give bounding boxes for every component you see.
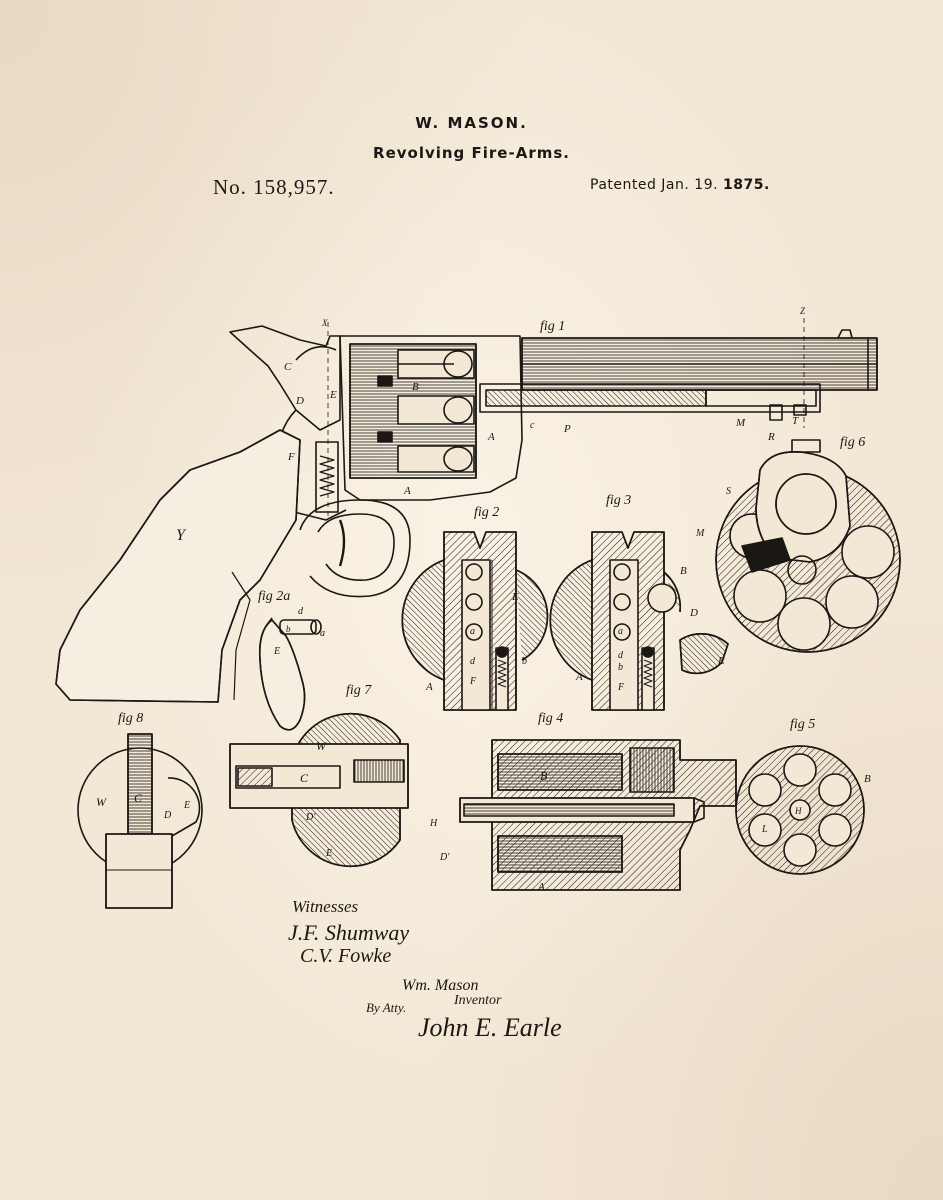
fig3-section xyxy=(549,531,729,711)
fig1-revolver xyxy=(55,318,878,703)
fig8-section xyxy=(77,733,203,909)
fig5-cylinder-face xyxy=(735,745,865,875)
fig3-letter-a: a xyxy=(618,626,623,637)
fig3-letter-e: E xyxy=(717,655,725,667)
fig5-letter-l: L xyxy=(761,824,768,835)
fig4-letter-a: A xyxy=(537,881,545,893)
patent-date-year: 1875. xyxy=(723,177,770,193)
fig2a-letter-a: a xyxy=(320,628,325,639)
fig3-letter-a-upper: A xyxy=(575,671,583,683)
fig1-letter-p: P xyxy=(563,423,571,435)
fig8-letter-d: D xyxy=(163,810,172,821)
fig2-section xyxy=(401,531,549,711)
fig3-label: fig 3 xyxy=(606,493,631,508)
fig1-letter-e: E xyxy=(329,389,337,401)
fig3-letter-f: F xyxy=(617,682,625,693)
fig2a-letter-e: E xyxy=(273,646,280,657)
fig1-letter-c: C xyxy=(284,361,292,373)
fig8-label: fig 8 xyxy=(118,711,143,726)
fig7-letter-w: W xyxy=(316,739,327,753)
fig2a-label: fig 2a xyxy=(258,589,290,604)
fig7-letter-e: E xyxy=(325,848,332,859)
patent-date-label: Patented Jan. 19. xyxy=(590,177,719,193)
fig4-label: fig 4 xyxy=(538,711,563,726)
fig4-letter-h: H xyxy=(429,818,438,829)
fig7-letter-c: C xyxy=(300,771,309,785)
fig2a-letter-b: b xyxy=(286,624,291,634)
fig1-letter-c-small: c xyxy=(530,420,535,431)
fig3-letter-b-small: b xyxy=(618,662,623,673)
fig8-letter-c: C xyxy=(134,791,143,805)
fig2a-letter-d: d xyxy=(298,606,304,617)
fig1-spring xyxy=(485,389,707,407)
fig1-letter-a-upper: A xyxy=(487,431,495,443)
fig6-cylinder-end xyxy=(715,439,901,653)
fig5-label: fig 5 xyxy=(790,717,815,732)
inventor-signature: Wm. Mason xyxy=(402,977,478,994)
fig6-label: fig 6 xyxy=(840,435,865,450)
fig4-letter-d-prime: D' xyxy=(439,852,450,863)
fig1-label: fig 1 xyxy=(540,319,565,334)
fig2-letter-a: a xyxy=(470,626,475,637)
fig2-letter-d: d xyxy=(470,656,476,667)
fig4-section xyxy=(459,739,737,891)
fig6-letter-s: S xyxy=(726,486,731,497)
fig1-letter-r: R xyxy=(767,431,775,443)
fig3-letter-d-upper: D xyxy=(689,607,698,619)
fig1-letter-t: T xyxy=(792,415,799,427)
fig4-letter-b: B xyxy=(540,769,548,783)
fig1-letter-x: X xyxy=(321,318,328,328)
fig7-letter-d-prime: D' xyxy=(305,812,316,823)
attorney-signature: John E. Earle xyxy=(418,1013,562,1042)
fig8-letter-e: E xyxy=(183,800,190,811)
fig1-letter-z: Z xyxy=(800,306,806,316)
inventor-label: Inventor xyxy=(453,993,502,1008)
fig3-letter-b: B xyxy=(680,565,687,577)
fig2-letter-a-upper: A xyxy=(425,681,433,693)
fig1-letter-m: M xyxy=(735,417,746,429)
witness-signature-2: C.V. Fowke xyxy=(300,945,391,967)
witness-signature-1: J.F. Shumway xyxy=(288,920,409,945)
fig5-letter-b: B xyxy=(864,773,871,785)
witnesses-label: Witnesses xyxy=(292,897,358,916)
fig7-label: fig 7 xyxy=(346,683,372,698)
fig2a-detail xyxy=(258,617,322,731)
fig3-letter-d: d xyxy=(618,650,624,661)
fig7-section xyxy=(229,712,409,868)
fig1-letter-a-lower: A xyxy=(403,485,411,497)
fig1-letter-d: D xyxy=(295,395,304,407)
fig6-letter-m: M xyxy=(695,528,705,539)
fig1-letter-b: B xyxy=(412,381,419,393)
inventor-heading: W. MASON. xyxy=(415,114,528,132)
patent-date: Patented Jan. 19. 1875. xyxy=(590,177,770,193)
patent-title: Revolving Fire-Arms. xyxy=(373,144,570,162)
fig5-letter-h: H xyxy=(794,806,802,816)
fig8-letter-w: W xyxy=(96,795,107,809)
fig2-letter-f: F xyxy=(469,676,477,687)
fig2-label: fig 2 xyxy=(474,505,499,520)
fig2-letter-b: b xyxy=(522,656,527,667)
fig2-letter-e: E xyxy=(511,591,519,603)
by-attorney-label: By Atty. xyxy=(366,1000,406,1015)
part-letter-y: Y xyxy=(176,527,187,544)
fig1-letter-f: F xyxy=(287,451,295,463)
patent-number: No. 158,957. xyxy=(213,175,335,199)
